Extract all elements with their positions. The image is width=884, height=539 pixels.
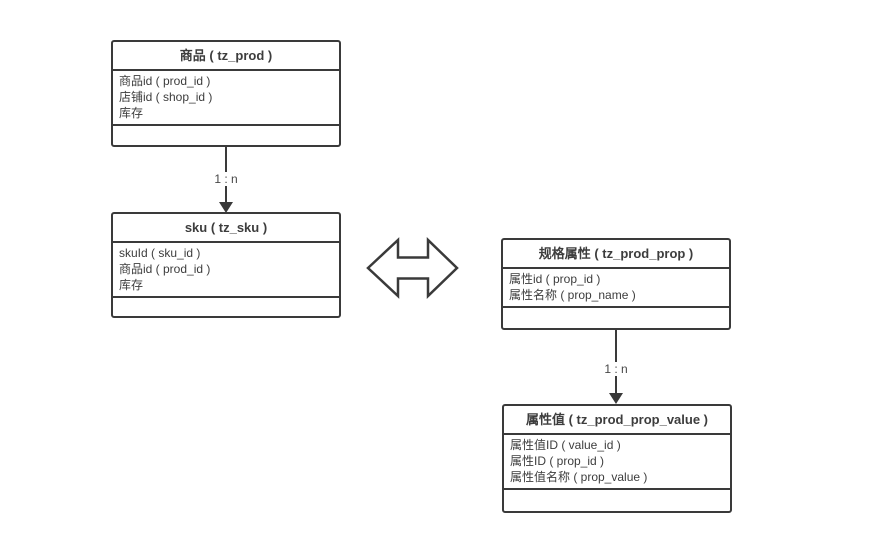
entity-prod-prop: 规格属性 ( tz_prod_prop ) 属性id ( prop_id ) 属… <box>501 238 731 330</box>
entity-prod-prop-value-field-prop-value: 属性值名称 ( prop_value ) <box>510 470 648 484</box>
connector-prod-sku-arrowhead-icon <box>219 202 233 213</box>
entity-sku-footer <box>113 298 339 316</box>
entity-sku-title: sku ( tz_sku ) <box>113 214 339 243</box>
entity-prod-prop-value-field-value-id: 属性值ID ( value_id ) <box>510 438 621 452</box>
entity-sku-field-prod-id: 商品id ( prod_id ) <box>119 262 211 276</box>
entity-prod-prop-field-prop-name: 属性名称 ( prop_name ) <box>509 288 636 302</box>
entity-prod-prop-value: 属性值 ( tz_prod_prop_value ) 属性值ID ( value… <box>502 404 732 513</box>
entity-prod: 商品 ( tz_prod ) 商品id ( prod_id ) 店铺id ( s… <box>111 40 341 147</box>
connector-prop-value-arrowhead-icon <box>609 393 623 404</box>
entity-prod-field-shop-id: 店铺id ( shop_id ) <box>119 90 213 104</box>
entity-prod-prop-value-field-prop-id: 属性ID ( prop_id ) <box>510 454 605 468</box>
connector-prod-sku-label: 1 : n <box>211 172 241 186</box>
entity-prod-footer <box>113 126 339 145</box>
entity-prod-field-stock: 库存 <box>119 106 144 120</box>
entity-sku-fields: skuId ( sku_id ) 商品id ( prod_id ) 库存 <box>113 243 339 298</box>
entity-prod-prop-footer <box>503 308 729 328</box>
entity-sku-field-sku-id: skuId ( sku_id ) <box>119 246 201 260</box>
entity-sku: sku ( tz_sku ) skuId ( sku_id ) 商品id ( p… <box>111 212 341 318</box>
entity-prod-field-prod-id: 商品id ( prod_id ) <box>119 74 211 88</box>
entity-prod-prop-fields: 属性id ( prop_id ) 属性名称 ( prop_name ) <box>503 269 729 308</box>
entity-prod-prop-value-fields: 属性值ID ( value_id ) 属性ID ( prop_id ) 属性值名… <box>504 435 730 490</box>
entity-prod-title: 商品 ( tz_prod ) <box>113 42 339 71</box>
connector-prop-value-label: 1 : n <box>601 362 631 376</box>
left-right-arrow-icon <box>366 237 459 299</box>
entity-prod-fields: 商品id ( prod_id ) 店铺id ( shop_id ) 库存 <box>113 71 339 126</box>
entity-prod-prop-title: 规格属性 ( tz_prod_prop ) <box>503 240 729 269</box>
entity-sku-field-stock: 库存 <box>119 278 144 292</box>
entity-prod-prop-value-title: 属性值 ( tz_prod_prop_value ) <box>504 406 730 435</box>
entity-prod-prop-field-prop-id: 属性id ( prop_id ) <box>509 272 601 286</box>
entity-prod-prop-value-footer <box>504 490 730 511</box>
